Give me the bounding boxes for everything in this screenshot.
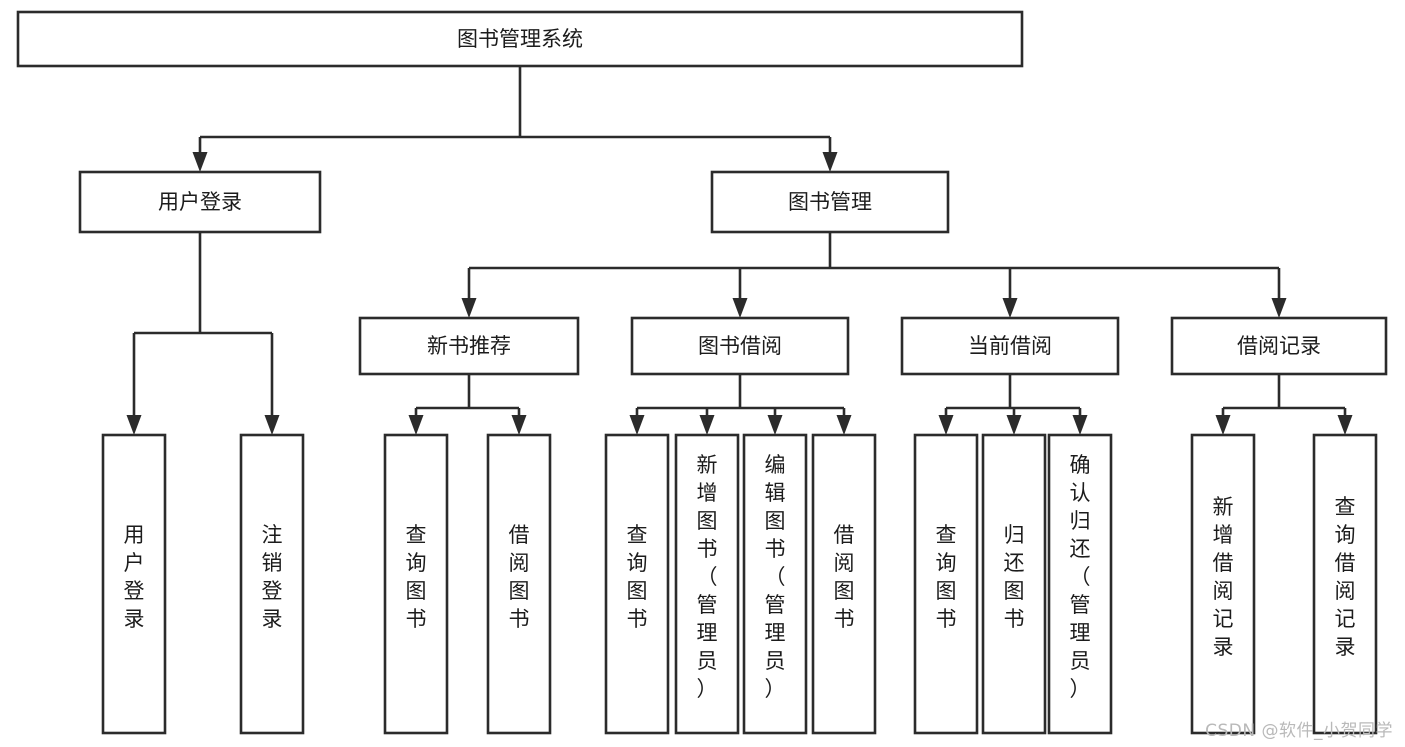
leaf-label: 查询图书 — [627, 523, 648, 631]
root-label: 图书管理系统 — [457, 27, 583, 51]
connector-group-root_to_level2 — [198, 66, 832, 153]
connector-group-records_to_leaves — [1221, 374, 1347, 416]
level2-box[interactable] — [710, 170, 950, 234]
leaf-node[interactable]: 新增借阅记录 — [1190, 433, 1256, 735]
leaf-label: 新增图书（管理员） — [697, 453, 718, 701]
level3-label: 当前借阅 — [968, 334, 1052, 358]
leaf-label: 用户登录 — [124, 523, 145, 631]
connector-group-newbooks_to_leaves — [414, 374, 521, 416]
arrow-head-icon — [264, 415, 280, 435]
level3-node[interactable]: 当前借阅 — [900, 316, 1120, 376]
arrow-head-icon — [836, 415, 852, 435]
arrow-head-icon — [1271, 298, 1287, 318]
leaf-box[interactable] — [486, 433, 552, 735]
leaf-box[interactable] — [239, 433, 305, 735]
level2-box[interactable] — [78, 170, 322, 234]
level3-box[interactable] — [630, 316, 850, 376]
leaf-node[interactable]: 注销登录 — [239, 433, 305, 735]
leaf-box[interactable] — [742, 433, 808, 735]
arrow-head-icon — [1337, 415, 1353, 435]
connector-group-login_to_leaves — [132, 232, 274, 416]
leaf-box[interactable] — [1047, 433, 1113, 735]
connector-group-books_to_level3 — [467, 232, 1281, 299]
leaf-node[interactable]: 查询借阅记录 — [1312, 433, 1378, 735]
arrow-head-icon — [461, 298, 477, 318]
leaf-label: 查询图书 — [936, 523, 957, 631]
root-node[interactable]: 图书管理系统 — [16, 10, 1024, 68]
leaf-box[interactable] — [101, 433, 167, 735]
arrow-head-icon — [1072, 415, 1088, 435]
leaf-node[interactable]: 查询图书 — [913, 433, 979, 735]
arrow-head-icon — [629, 415, 645, 435]
connector-layer — [126, 66, 1353, 435]
arrow-head-icon — [511, 415, 527, 435]
leaf-node[interactable]: 用户登录 — [101, 433, 167, 735]
level2-node[interactable]: 图书管理 — [710, 170, 950, 234]
leaf-box[interactable] — [1312, 433, 1378, 735]
leaf-node[interactable]: 编辑图书（管理员） — [742, 433, 808, 735]
level3-box[interactable] — [1170, 316, 1388, 376]
leaf-box[interactable] — [604, 433, 670, 735]
arrow-head-icon — [126, 415, 142, 435]
leaf-box[interactable] — [981, 433, 1047, 735]
arrow-head-icon — [822, 152, 838, 172]
root-box[interactable] — [16, 10, 1024, 68]
connector-group-current_to_leaves — [944, 374, 1082, 416]
level2-label: 图书管理 — [788, 190, 872, 214]
level2-node[interactable]: 用户登录 — [78, 170, 322, 234]
level3-label: 借阅记录 — [1237, 334, 1321, 358]
arrow-head-icon — [938, 415, 954, 435]
leaf-label: 确认归还（管理员） — [1070, 453, 1091, 701]
arrow-head-icon — [1215, 415, 1231, 435]
leaf-label: 编辑图书（管理员） — [765, 453, 786, 701]
csdn-watermark: CSDN @软件_小贺同学 — [1205, 721, 1393, 741]
leaf-label: 借阅图书 — [509, 523, 530, 631]
arrow-head-icon — [767, 415, 783, 435]
leaf-box[interactable] — [1190, 433, 1256, 735]
arrow-head-icon — [408, 415, 424, 435]
arrow-head-icon — [192, 152, 208, 172]
arrow-head-icon — [699, 415, 715, 435]
leaf-node[interactable]: 借阅图书 — [811, 433, 877, 735]
level2-label: 用户登录 — [158, 190, 242, 214]
level3-label: 图书借阅 — [698, 334, 782, 358]
leaf-label: 查询图书 — [406, 523, 427, 631]
arrow-head-icon — [1006, 415, 1022, 435]
level3-label: 新书推荐 — [427, 334, 511, 358]
arrow-head-icon — [732, 298, 748, 318]
leaf-box[interactable] — [674, 433, 740, 735]
connector-group-borrow_to_leaves — [635, 374, 846, 416]
level3-box[interactable] — [358, 316, 580, 376]
leaf-label: 归还图书 — [1004, 523, 1025, 631]
leaf-node[interactable]: 归还图书 — [981, 433, 1047, 735]
node-layer: 图书管理系统用户登录图书管理新书推荐图书借阅当前借阅借阅记录用户登录注销登录查询… — [16, 10, 1388, 735]
leaf-node[interactable]: 确认归还（管理员） — [1047, 433, 1113, 735]
leaf-label: 借阅图书 — [834, 523, 855, 631]
leaf-node[interactable]: 查询图书 — [383, 433, 449, 735]
leaf-node[interactable]: 查询图书 — [604, 433, 670, 735]
leaf-box[interactable] — [811, 433, 877, 735]
leaf-box[interactable] — [383, 433, 449, 735]
level3-node[interactable]: 图书借阅 — [630, 316, 850, 376]
level3-box[interactable] — [900, 316, 1120, 376]
leaf-label: 查询借阅记录 — [1335, 495, 1356, 659]
arrow-head-icon — [1002, 298, 1018, 318]
leaf-label: 新增借阅记录 — [1213, 495, 1234, 659]
level3-node[interactable]: 借阅记录 — [1170, 316, 1388, 376]
level3-node[interactable]: 新书推荐 — [358, 316, 580, 376]
leaf-node[interactable]: 借阅图书 — [486, 433, 552, 735]
leaf-label: 注销登录 — [262, 523, 283, 631]
leaf-box[interactable] — [913, 433, 979, 735]
leaf-node[interactable]: 新增图书（管理员） — [674, 433, 740, 735]
